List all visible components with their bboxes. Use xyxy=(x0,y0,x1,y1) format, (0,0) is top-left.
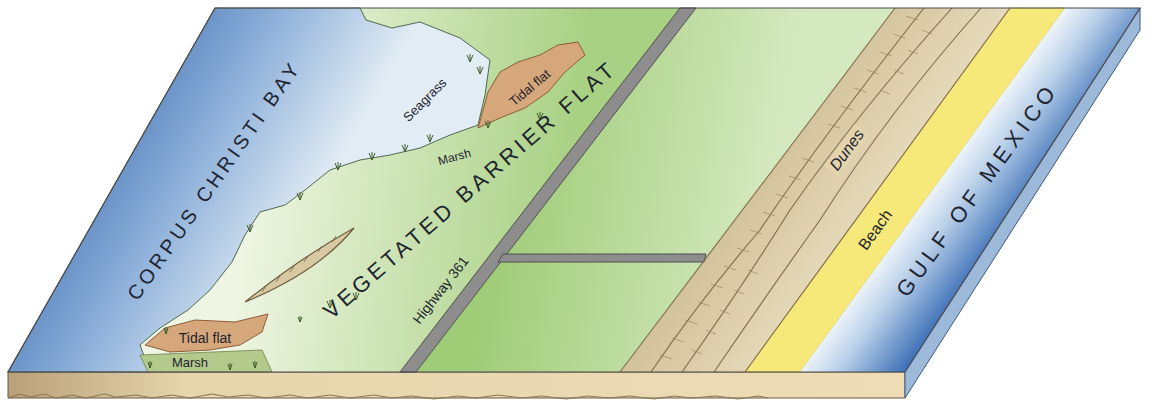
bay-water xyxy=(8,8,490,372)
tidal-flat-label: Tidal flat xyxy=(179,330,231,346)
beach-access-road xyxy=(498,254,706,262)
front-face xyxy=(8,372,905,398)
front-face-texture xyxy=(8,394,768,399)
dunes-label: Dunes xyxy=(824,123,870,176)
marsh-label: Marsh xyxy=(172,356,208,371)
dune-hatching xyxy=(660,16,932,359)
dune-ridges xyxy=(620,8,1010,372)
bay-label: CORPUS CHRISTI BAY xyxy=(123,56,307,304)
grass-tufts xyxy=(148,54,543,370)
seagrass-label: Seagrass xyxy=(400,75,449,124)
block-outline xyxy=(8,8,1140,372)
marsh-label: Marsh xyxy=(437,147,473,169)
highway xyxy=(400,8,696,372)
beach-label: Beach xyxy=(855,206,897,254)
tidal-flat-label: Tidal flat xyxy=(507,67,554,110)
barrier-flat-label: VEGETATED BARRIER FLAT xyxy=(318,56,622,324)
gulf-label: GULF OF MEXICO xyxy=(891,78,1063,302)
tidal-flat xyxy=(145,314,268,352)
highway-label: Highway 361 xyxy=(409,253,472,327)
marsh xyxy=(140,350,272,372)
relict-dune-hatching xyxy=(262,236,336,292)
